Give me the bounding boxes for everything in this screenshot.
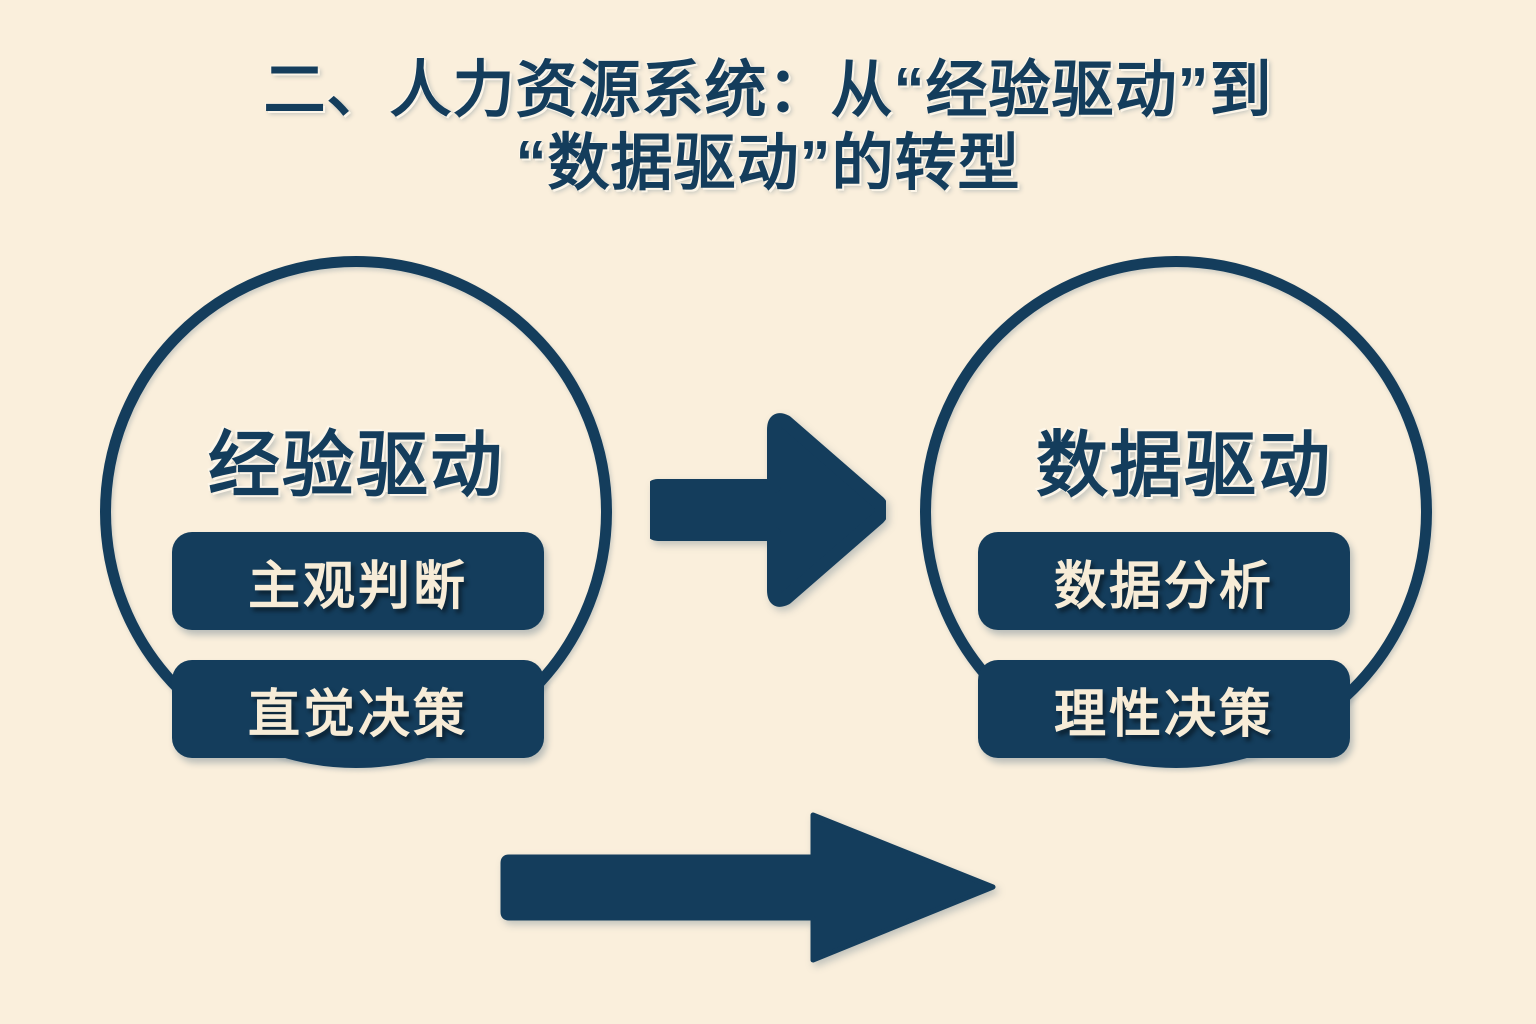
right-pill-one-label: 数据分析 [1053,557,1274,616]
page-title-line-2: “数据驱动”的转型 [515,129,1021,199]
circle-outline-right [920,256,1432,768]
arrow-right-shape-bottom [500,812,996,963]
arrow-right-shape-middle [645,413,889,607]
left-circle-heading: 经验驱动 [207,426,504,506]
right-pill-rational-decision[interactable]: 理性决策 [978,660,1350,758]
page-title-line-1: 二、人力资源系统：从“经验驱动”到 [263,56,1273,125]
left-pill-one-label: 主观判断 [247,557,468,616]
arrow-right-icon-middle [645,412,889,608]
data-driven-group: 数据驱动 数据分析 理性决策 [882,248,1502,848]
experience-driven-group: 经验驱动 主观判断 直觉决策 [92,248,712,848]
left-pill-intuitive-decision[interactable]: 直觉决策 [172,660,544,758]
right-pill-data-analysis[interactable]: 数据分析 [978,532,1350,630]
circle-outline-left [100,256,612,768]
left-pill-subjective-judgment[interactable]: 主观判断 [172,532,544,630]
page-title: 二、人力资源系统：从“经验驱动”到 “数据驱动”的转型 [0,56,1536,199]
arrow-right-icon-bottom [495,805,1001,970]
left-pill-two-label: 直觉决策 [247,685,468,744]
right-circle-heading: 数据驱动 [1035,426,1332,506]
right-pill-two-label: 理性决策 [1053,685,1274,744]
